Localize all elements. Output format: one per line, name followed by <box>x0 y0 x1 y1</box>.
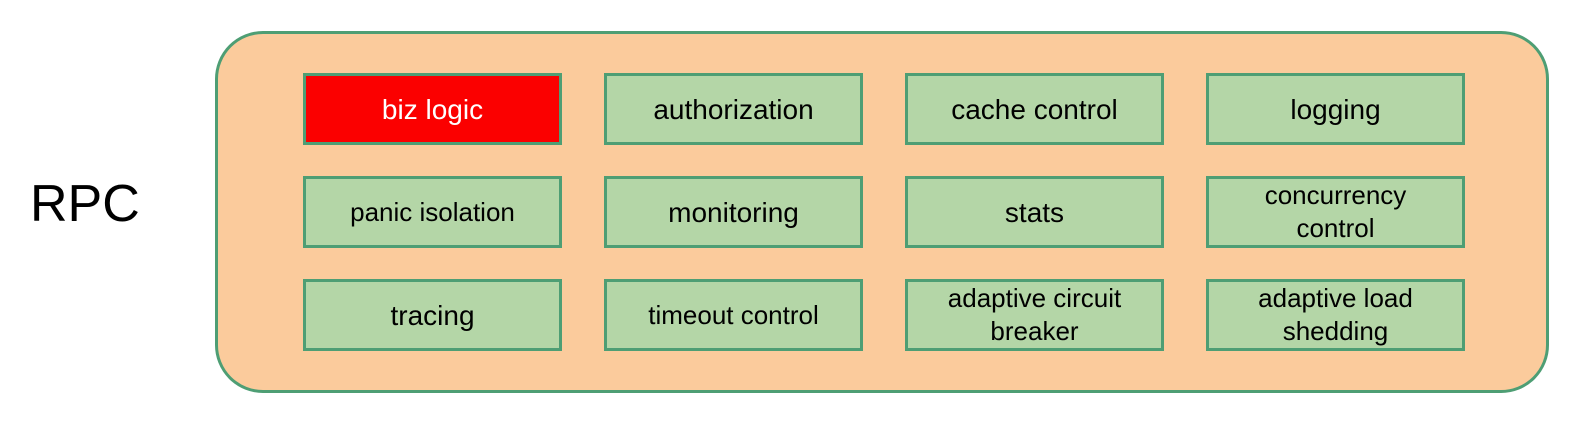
feature-box-label: biz logic <box>381 93 484 125</box>
feature-box-tracing[interactable]: tracing <box>303 279 562 351</box>
feature-box-panic-isolation[interactable]: panic isolation <box>303 176 562 248</box>
feature-box-concurrency-control[interactable]: concurrency control <box>1206 176 1465 248</box>
feature-box-stats[interactable]: stats <box>905 176 1164 248</box>
feature-box-adaptive-circuit-breaker[interactable]: adaptive circuit breaker <box>905 279 1164 351</box>
feature-box-label: adaptive load shedding <box>1258 283 1413 346</box>
feature-box-label: timeout control <box>648 299 819 330</box>
feature-box-label: concurrency control <box>1264 180 1407 243</box>
feature-box-label: cache control <box>951 93 1118 125</box>
feature-box-adaptive-load-shedding[interactable]: adaptive load shedding <box>1206 279 1465 351</box>
feature-box-logging[interactable]: logging <box>1206 73 1465 145</box>
feature-box-label: authorization <box>653 93 814 125</box>
feature-box-label: stats <box>1004 196 1065 228</box>
feature-box-authorization[interactable]: authorization <box>604 73 863 145</box>
feature-box-cache-control[interactable]: cache control <box>905 73 1164 145</box>
feature-box-biz-logic[interactable]: biz logic <box>303 73 562 145</box>
feature-box-label: monitoring <box>668 196 799 228</box>
feature-box-label: tracing <box>390 299 475 331</box>
feature-box-label: adaptive circuit breaker <box>947 283 1122 346</box>
feature-box-label: panic isolation <box>350 196 515 227</box>
feature-box-monitoring[interactable]: monitoring <box>604 176 863 248</box>
feature-box-timeout-control[interactable]: timeout control <box>604 279 863 351</box>
rpc-container: biz logic authorization cache control loggi… <box>215 31 1549 393</box>
feature-box-grid: biz logic authorization cache control loggi… <box>303 73 1465 351</box>
diagram-side-label: RPC <box>30 175 140 233</box>
feature-box-label: logging <box>1290 93 1381 125</box>
